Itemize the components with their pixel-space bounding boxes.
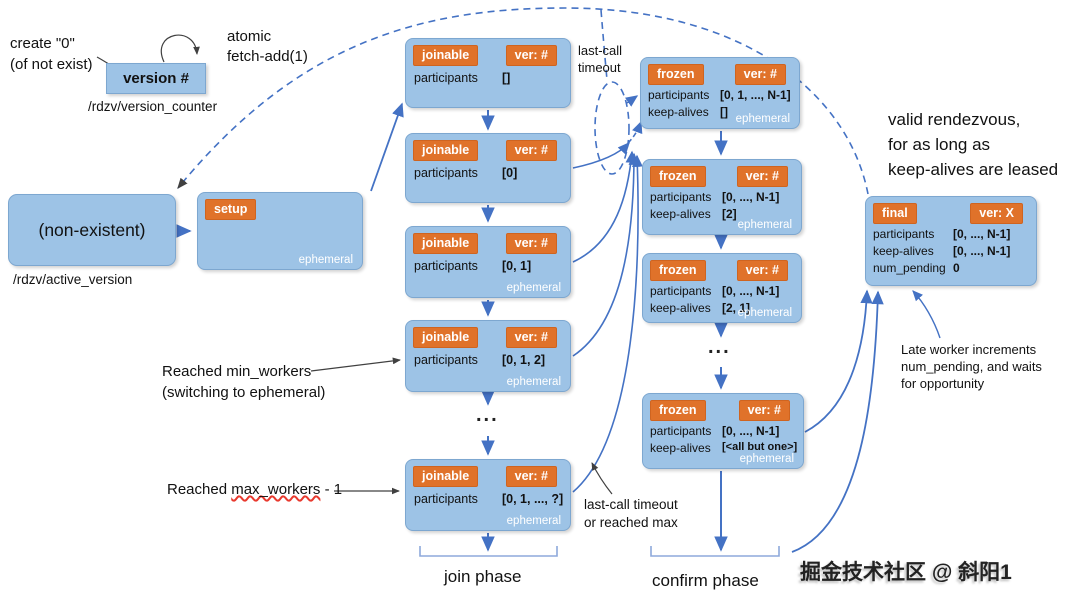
participants-label: participants <box>873 227 935 241</box>
late-worker-note: Late worker increments num_pending, and … <box>901 342 1042 391</box>
keep-alives-label: keep-alives <box>648 105 709 119</box>
ephemeral-label: ephemeral <box>739 453 794 465</box>
max-workers-word: max_workers <box>231 481 321 498</box>
frozen-box-2: frozen ver: # participants [0, ..., N-1]… <box>642 159 802 235</box>
version-label: ver: # <box>738 400 790 421</box>
ephemeral-label: ephemeral <box>506 515 561 527</box>
state-label: joinable <box>413 466 479 487</box>
state-label: frozen <box>648 64 704 85</box>
keep-alives-label: keep-alives <box>650 441 711 455</box>
keep-alives-label: keep-alives <box>873 244 934 258</box>
state-label: joinable <box>413 233 479 254</box>
version-counter-path: /rdzv/version_counter <box>88 99 218 114</box>
state-label: final <box>873 203 917 224</box>
nonexistent-label: (non-existent) <box>38 219 146 240</box>
num-pending-label: num_pending <box>873 261 946 275</box>
joinable-to-frozen-arcs <box>572 141 643 493</box>
participants-value: [0, 1, ..., N-1] <box>720 88 791 102</box>
join-phase-bracket <box>419 546 558 557</box>
participants-label: participants <box>414 166 478 180</box>
ephemeral-label: ephemeral <box>737 307 792 319</box>
participants-value: [0, ..., N-1] <box>722 424 780 438</box>
participants-value: [0, ..., N-1] <box>722 190 780 204</box>
frozen-ellipsis: ... <box>708 336 731 358</box>
participants-label: participants <box>650 424 712 438</box>
joinable-ellipsis: ... <box>476 404 499 426</box>
confirm-phase-label: confirm phase <box>652 571 759 590</box>
participants-value: [0, 1] <box>502 259 532 273</box>
frozen-to-final-arcs <box>791 289 941 553</box>
version-label: ver: # <box>736 166 788 187</box>
state-label: joinable <box>413 327 479 348</box>
participants-label: participants <box>650 284 712 298</box>
joinable-box-1: joinable ver: # participants [] <box>405 38 571 108</box>
participants-value: [0, 1, ..., ?] <box>502 492 564 506</box>
confirm-phase-bracket <box>650 546 780 557</box>
version-label: ver: # <box>734 64 786 85</box>
setup-state-label: setup <box>205 199 257 220</box>
frozen-box-4: frozen ver: # participants [0, ..., N-1]… <box>642 393 804 469</box>
valid-rendezvous-note: valid rendezvous, for as long as keep-al… <box>888 110 1059 179</box>
ephemeral-label: ephemeral <box>735 113 790 125</box>
version-label: ver: # <box>736 260 788 281</box>
keep-alives-value: [0, ..., N-1] <box>953 244 1011 258</box>
frozen-box-3: frozen ver: # participants [0, ..., N-1]… <box>642 253 802 323</box>
max-workers-note: Reached max_workers - 1 <box>167 481 343 498</box>
participants-value: [0, ..., N-1] <box>953 227 1011 241</box>
keep-alives-value: [<all but one>] <box>722 441 798 453</box>
version-counter-label: version # <box>123 70 189 87</box>
last-call-timeout-bottom-note: last-call timeout or reached max <box>584 497 678 530</box>
keep-alives-label: keep-alives <box>650 207 711 221</box>
watermark: 掘金技术社区 @ 斜阳1 <box>800 561 1012 584</box>
num-pending-value: 0 <box>953 261 960 275</box>
version-label: ver: # <box>505 45 557 66</box>
participants-label: participants <box>414 259 478 273</box>
last-call-timeout-top-note: last-call timeout <box>578 43 623 75</box>
version-label: ver: # <box>505 140 557 161</box>
joinable-box-2: joinable ver: # participants [0] <box>405 133 571 203</box>
state-label: joinable <box>413 140 479 161</box>
participants-value: [0, 1, 2] <box>502 353 546 367</box>
state-label: frozen <box>650 400 706 421</box>
atomic-fetch-add-note: atomic fetch-add(1) <box>227 28 308 65</box>
ephemeral-label: ephemeral <box>506 376 561 388</box>
keep-alives-label: keep-alives <box>650 301 711 315</box>
participants-label: participants <box>414 492 478 506</box>
participants-label: participants <box>414 71 478 85</box>
joinable-box-4: joinable ver: # participants [0, 1, 2] e… <box>405 320 571 392</box>
ephemeral-label: ephemeral <box>298 254 353 266</box>
state-label: frozen <box>650 166 706 187</box>
version-label: ver: # <box>505 233 557 254</box>
keep-alives-value: [2, 1] <box>722 301 751 315</box>
participants-value: [0, ..., N-1] <box>722 284 780 298</box>
final-state-box: final ver: X participants [0, ..., N-1] … <box>865 196 1037 286</box>
joinable-box-5: joinable ver: # participants [0, 1, ...,… <box>405 459 571 531</box>
state-label: frozen <box>650 260 706 281</box>
participants-value: [0] <box>502 166 518 180</box>
version-label: ver: X <box>970 203 1023 224</box>
nonexistent-state-box: (non-existent) <box>8 194 176 266</box>
ephemeral-label: ephemeral <box>737 219 792 231</box>
keep-alives-value: [] <box>720 105 728 119</box>
version-counter-box: version # <box>106 63 206 94</box>
joinable-box-3: joinable ver: # participants [0, 1] ephe… <box>405 226 571 298</box>
version-label: ver: # <box>505 327 557 348</box>
participants-value: [] <box>502 71 511 85</box>
phase-brackets <box>419 546 780 557</box>
ephemeral-label: ephemeral <box>506 282 561 294</box>
create-zero-note: create "0" (of not exist) <box>10 35 93 73</box>
participants-label: participants <box>650 190 712 204</box>
version-label: ver: # <box>505 466 557 487</box>
min-workers-note: Reached min_workers (switching to epheme… <box>162 363 326 401</box>
participants-label: participants <box>414 353 478 367</box>
participants-label: participants <box>648 88 710 102</box>
active-version-path: /rdzv/active_version <box>13 272 133 287</box>
state-label: joinable <box>413 45 479 66</box>
keep-alives-value: [2] <box>722 207 737 221</box>
join-phase-label: join phase <box>444 567 522 586</box>
frozen-box-1: frozen ver: # participants [0, 1, ..., N… <box>640 57 800 129</box>
setup-state-box: setup ephemeral <box>197 192 363 270</box>
